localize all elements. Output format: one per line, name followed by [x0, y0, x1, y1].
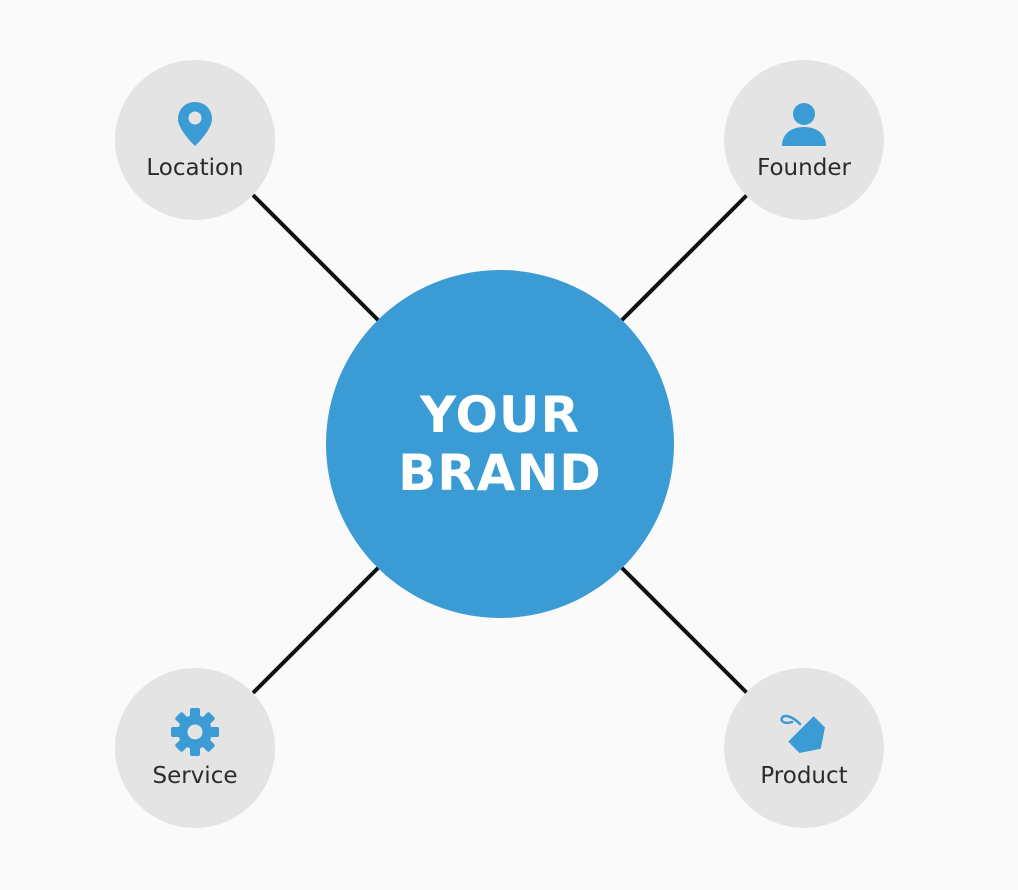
location-pin-icon — [169, 98, 221, 150]
node-founder: Founder — [724, 60, 884, 220]
gear-icon — [169, 706, 221, 758]
connector-service — [252, 566, 380, 694]
price-tag-icon — [778, 706, 830, 758]
connector-founder — [620, 194, 748, 322]
hub-title-line-1: YOUR — [419, 386, 581, 444]
connector-product — [620, 566, 748, 694]
brand-hub: YOUR BRAND — [326, 270, 674, 618]
person-icon — [778, 98, 830, 150]
node-label-service: Service — [152, 763, 238, 789]
node-location: Location — [115, 60, 275, 220]
node-label-founder: Founder — [757, 155, 851, 181]
node-product: Product — [724, 668, 884, 828]
node-service: Service — [115, 668, 275, 828]
connector-location — [252, 194, 380, 322]
node-label-product: Product — [760, 763, 848, 789]
hub-title-line-2: BRAND — [398, 444, 602, 502]
node-label-location: Location — [146, 155, 244, 181]
